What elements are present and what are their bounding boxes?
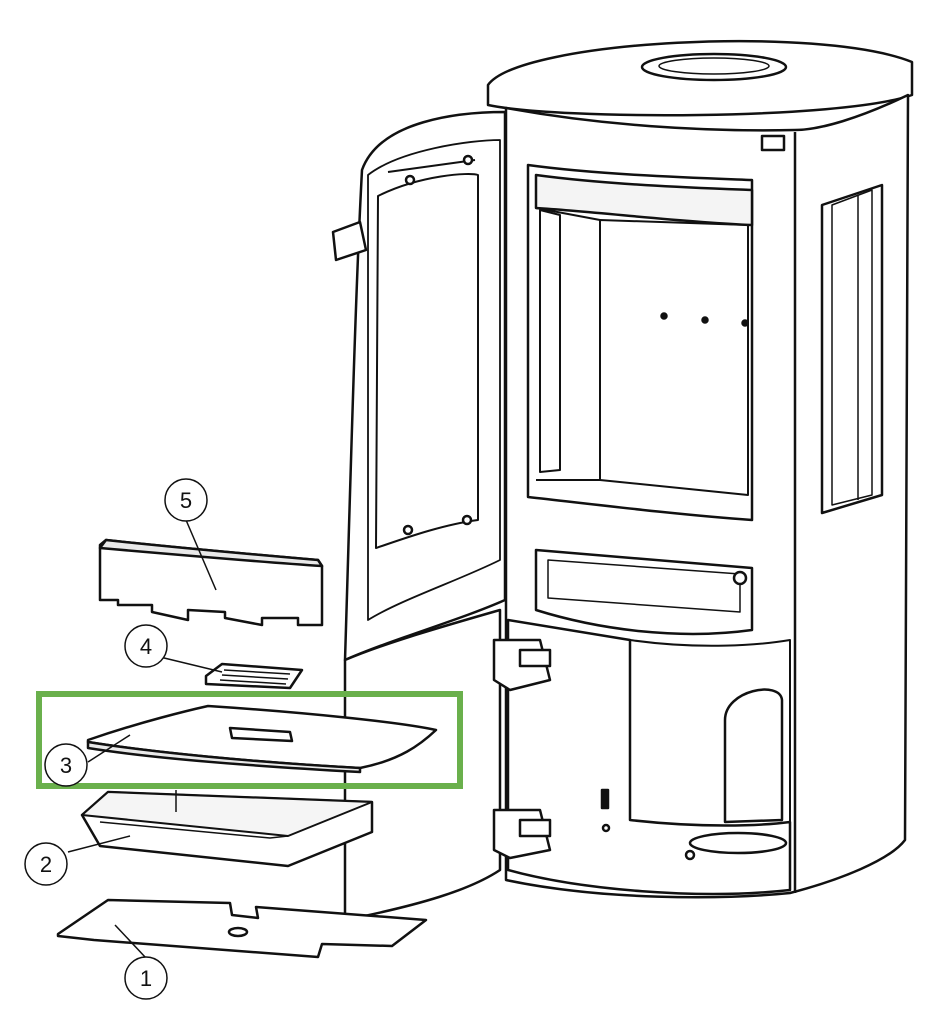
part-5-back-plate: [98, 538, 324, 627]
door-lower-plate: [343, 608, 502, 922]
open-door: [331, 110, 552, 922]
svg-text:1: 1: [140, 966, 152, 991]
callout-3: 3: [44, 743, 88, 787]
firebox-frame: [526, 163, 754, 522]
firebox-back-wall: [599, 219, 749, 496]
svg-text:5: 5: [180, 488, 192, 513]
callout-1: 1: [124, 956, 168, 1000]
svg-text:2: 2: [40, 852, 52, 877]
highlight-box-part-3: [36, 691, 463, 789]
callout-5: 5: [164, 478, 208, 522]
base-plate-opening: [228, 726, 294, 743]
part-2-ash-tray: [80, 790, 374, 868]
firebox-left-wall: [539, 209, 561, 473]
callout-2: 2: [24, 842, 68, 886]
svg-text:4: 4: [140, 634, 152, 659]
stove-body: [486, 39, 914, 899]
part-3-base-plate: [86, 704, 438, 774]
part-1-floor-plate: [56, 898, 428, 959]
floor-air-inlet: [688, 831, 788, 855]
svg-text:3: 3: [60, 753, 72, 778]
top-vent-slot: [760, 134, 786, 152]
firebox-top-baffle: [534, 173, 754, 227]
side-window-right: [820, 183, 884, 515]
door-handle: [331, 220, 368, 262]
callout-4: 4: [124, 624, 168, 668]
rear-air-duct: [723, 688, 784, 824]
door-glass: [375, 173, 479, 549]
part-4-grate: [204, 662, 304, 690]
leader-lines: [67, 519, 223, 959]
lower-compartment: [506, 618, 792, 896]
